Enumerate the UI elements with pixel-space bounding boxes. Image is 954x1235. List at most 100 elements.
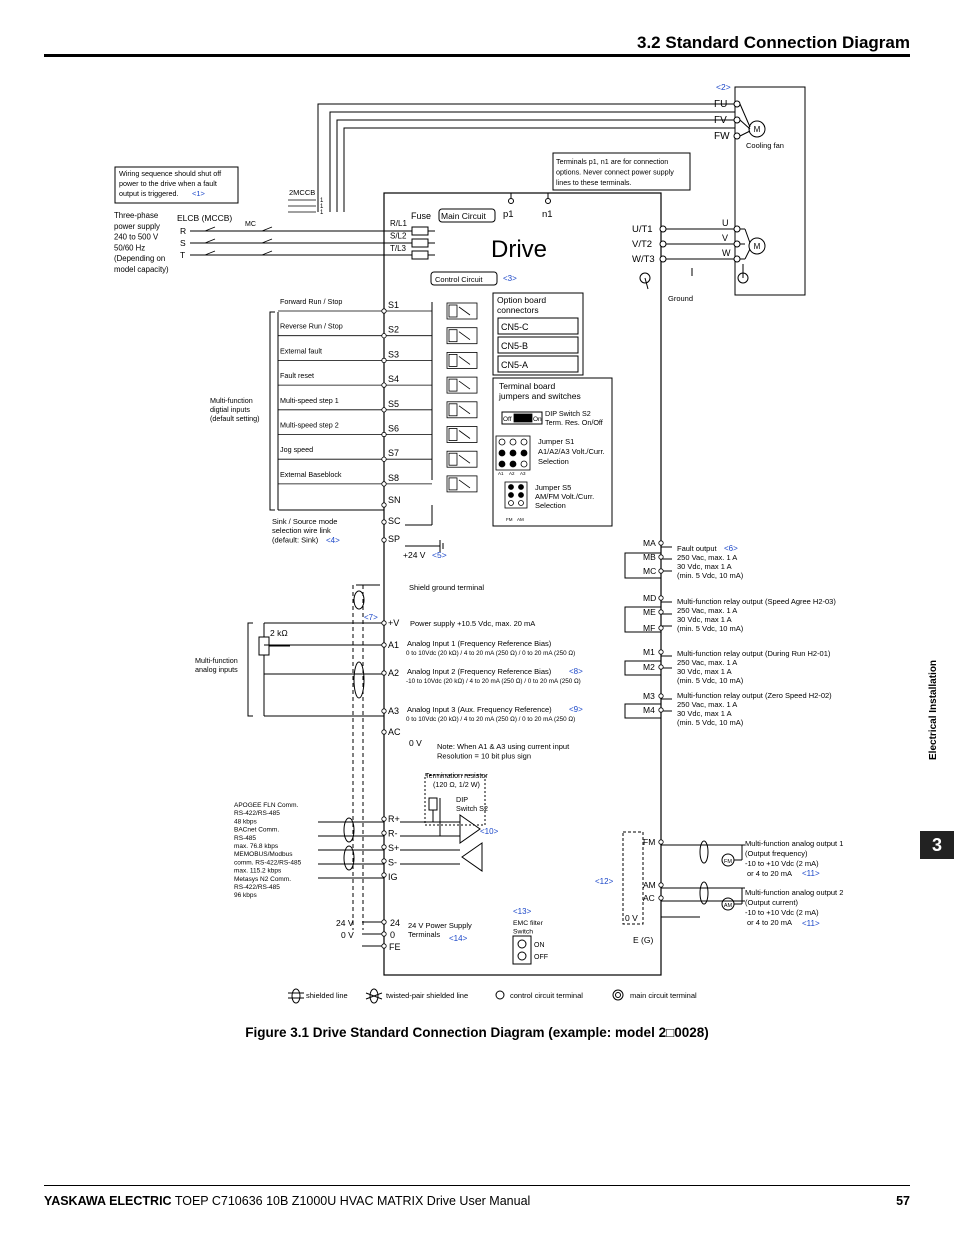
optocoupler-transistor [458,479,471,489]
jumper-s1-pin-label: A3 [520,471,526,476]
analog-input-label: Analog Input 1 (Frequency Reference Bias… [407,639,552,648]
jumper-s5-pin-label: FM [506,517,513,522]
phase-r: R [180,226,186,236]
analog-output-terminal: AM [643,880,656,890]
digital-input-label: External Baseblock [280,470,342,479]
optocoupler-transistor [458,331,471,341]
analog-input-range: -10 to 10Vdc (20 kΩ) / 4 to 20 mA (250 Ω… [406,678,581,685]
fan-ref: <2> [716,82,731,92]
fuse-label: Fuse [411,211,431,221]
analog-output-terminal: FM [643,837,655,847]
zero-v-label: 0 V [409,738,422,748]
fan-caption: Cooling fan [746,141,784,150]
mccb2-pole-label: 1 [320,210,324,216]
potentiometer-label: 2 kΩ [270,628,288,638]
analog-input-label: Analog Input 2 (Frequency Reference Bias… [407,667,552,676]
fan-motor-symbol: M [754,125,761,134]
legend-item: twisted-pair shielded line [386,991,468,1000]
option-board-title: Option board [497,295,546,305]
analog-input-range: 0 to 10Vdc (20 kΩ) / 4 to 20 mA (250 Ω) … [406,650,575,657]
digital-input-label: Multi-speed step 2 [280,421,339,430]
control-terminal-circle [381,670,387,676]
jumper-s5-pin [508,500,514,506]
control-terminal-circle [381,844,387,850]
control-terminal-circle [658,839,664,845]
control-terminal-circle [381,382,387,388]
ac-terminal: AC [388,727,401,737]
jumper-s5-pin [508,492,514,498]
termination-resistor-label: (120 Ω, 1/2 W) [433,780,480,789]
relay-output-title: Multi-function relay output (Zero Speed … [677,691,832,700]
analog-input-group-label: Multi-function [195,656,238,665]
comm-protocol-line: APOGEE FLN Comm. [234,802,298,809]
analog-output-terminal: AC [643,893,655,903]
control-terminal-circle [381,943,387,949]
control-circuit-label: Control Circuit [435,275,483,284]
relay-output-rating: 30 Vdc, max 1 A [677,667,732,676]
control-terminal-circle [658,595,664,601]
optocoupler-transistor [458,356,471,365]
control-terminal-circle [658,540,664,546]
note-left-line: Wiring sequence should shut off [119,169,221,178]
chapter-tab: 3 [920,831,954,859]
control-terminal-circle [381,407,387,413]
v24-label: +24 V [403,550,426,560]
relay-output-rating: (min. 5 Vdc, 10 mA) [677,571,744,580]
control-terminal-circle [381,816,387,822]
analog-output-1-label: Multi-function analog output 1 [745,839,843,848]
n1-label: n1 [542,209,553,220]
input-terminal-1: R/L1 [390,219,407,228]
relay-terminal-m4: M4 [643,705,655,715]
p1-label: p1 [503,209,514,220]
jumper-s5-pin [518,492,524,498]
dip-s2-label: Term. Res. On/Off [545,418,603,427]
supply-spec-line: model capacity) [114,265,169,274]
input-terminal-2: S/L2 [390,232,407,241]
control-terminal-circle [658,568,664,574]
jumper-s1-pin [509,449,517,457]
option-connector-cn5-b: CN5-B [501,341,528,351]
ref12: <12> [595,877,614,886]
digital-input-group-label: Multi-function [210,396,253,405]
optocoupler-diode [448,477,458,491]
jumper-s5-label: AM/FM Volt./Curr. [535,492,594,501]
analog-input-ref: <9> [569,705,583,714]
comm-protocol-line: RS-485 [234,835,256,842]
control-terminal-circle [658,882,664,888]
optocoupler-transistor [458,306,471,316]
v24-ref: <5> [432,550,447,560]
digital-input-terminal: S5 [388,399,399,409]
jumper-s1-pin [498,449,506,457]
jumper-s1-pin [520,460,528,468]
relay-output-rating: 250 Vac, max. 1 A [677,553,737,562]
analog-output-1-label: or 4 to 20 mA [747,869,792,878]
comm-terminal-ig: IG [388,872,398,882]
optocoupler-block [446,351,478,369]
jumper-s1-pin [520,449,528,457]
note-left-ref: <1> [192,189,206,198]
digital-input-label: Forward Run / Stop [280,297,342,306]
dip-off-label: Off [503,416,512,423]
digital-input-label: Fault reset [280,371,314,380]
footer-brand: YASKAWA ELECTRIC [44,1194,172,1208]
dip-switch-s2 [513,413,533,423]
fan-motor-frame [734,86,806,296]
drive-body [383,192,662,976]
supply-spec-line: 50/60 Hz [114,243,145,252]
jumper-s1-pin-label: A2 [509,471,515,476]
control-terminal-circle [381,308,387,314]
optocoupler-transistor [458,430,471,439]
analog-output-2-label: or 4 to 20 mA [747,918,792,927]
control-terminal-circle [381,537,387,543]
analog-note: Note: When A1 & A3 using current input [437,742,570,751]
control-terminal-circle [658,664,664,670]
psu-ref: <14> [449,934,468,943]
jumpers-title: jumpers and switches [498,391,581,401]
comm-protocol-line: RS-422/RS-485 [234,884,280,891]
relay-output-rating: 250 Vac, max. 1 A [677,700,737,709]
optocoupler-diode [448,378,458,392]
control-terminal-circle [658,609,664,615]
relay-terminal-m3: M3 [643,691,655,701]
psu-label: 24 V Power Supply [408,921,472,930]
